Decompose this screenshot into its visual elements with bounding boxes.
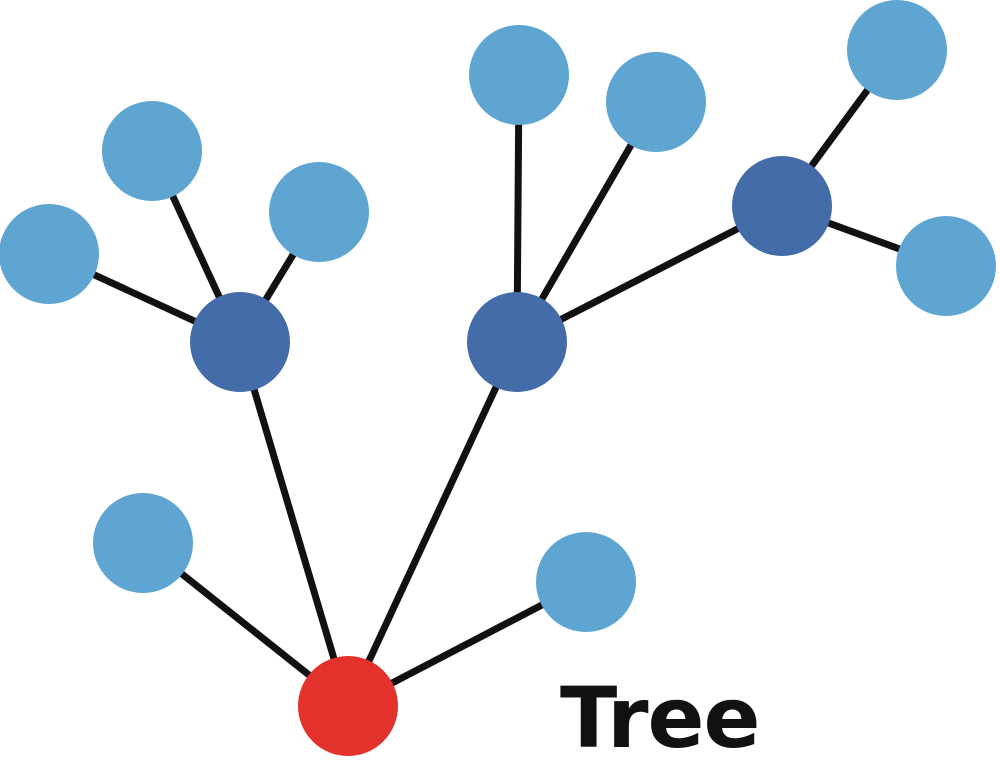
edge-root-to-hub-left — [236, 338, 352, 710]
node-leaf-left-right — [269, 162, 369, 262]
node-hub-right — [732, 156, 832, 256]
nodes-layer — [0, 0, 996, 756]
node-leaf-center-right — [606, 52, 706, 152]
node-hub-left — [190, 292, 290, 392]
diagram-caption: Tree — [560, 669, 760, 767]
node-leaf-bottom-left — [93, 493, 193, 593]
node-leaf-far-left — [0, 204, 99, 304]
node-leaf-right-lower — [896, 216, 996, 316]
node-leaf-bottom-right — [536, 532, 636, 632]
edge-root-to-hub-center — [344, 338, 521, 710]
node-leaf-center-top — [469, 25, 569, 125]
node-root — [298, 656, 398, 756]
node-hub-center — [467, 292, 567, 392]
node-leaf-upper-left — [102, 101, 202, 201]
node-leaf-right-top — [847, 0, 947, 100]
